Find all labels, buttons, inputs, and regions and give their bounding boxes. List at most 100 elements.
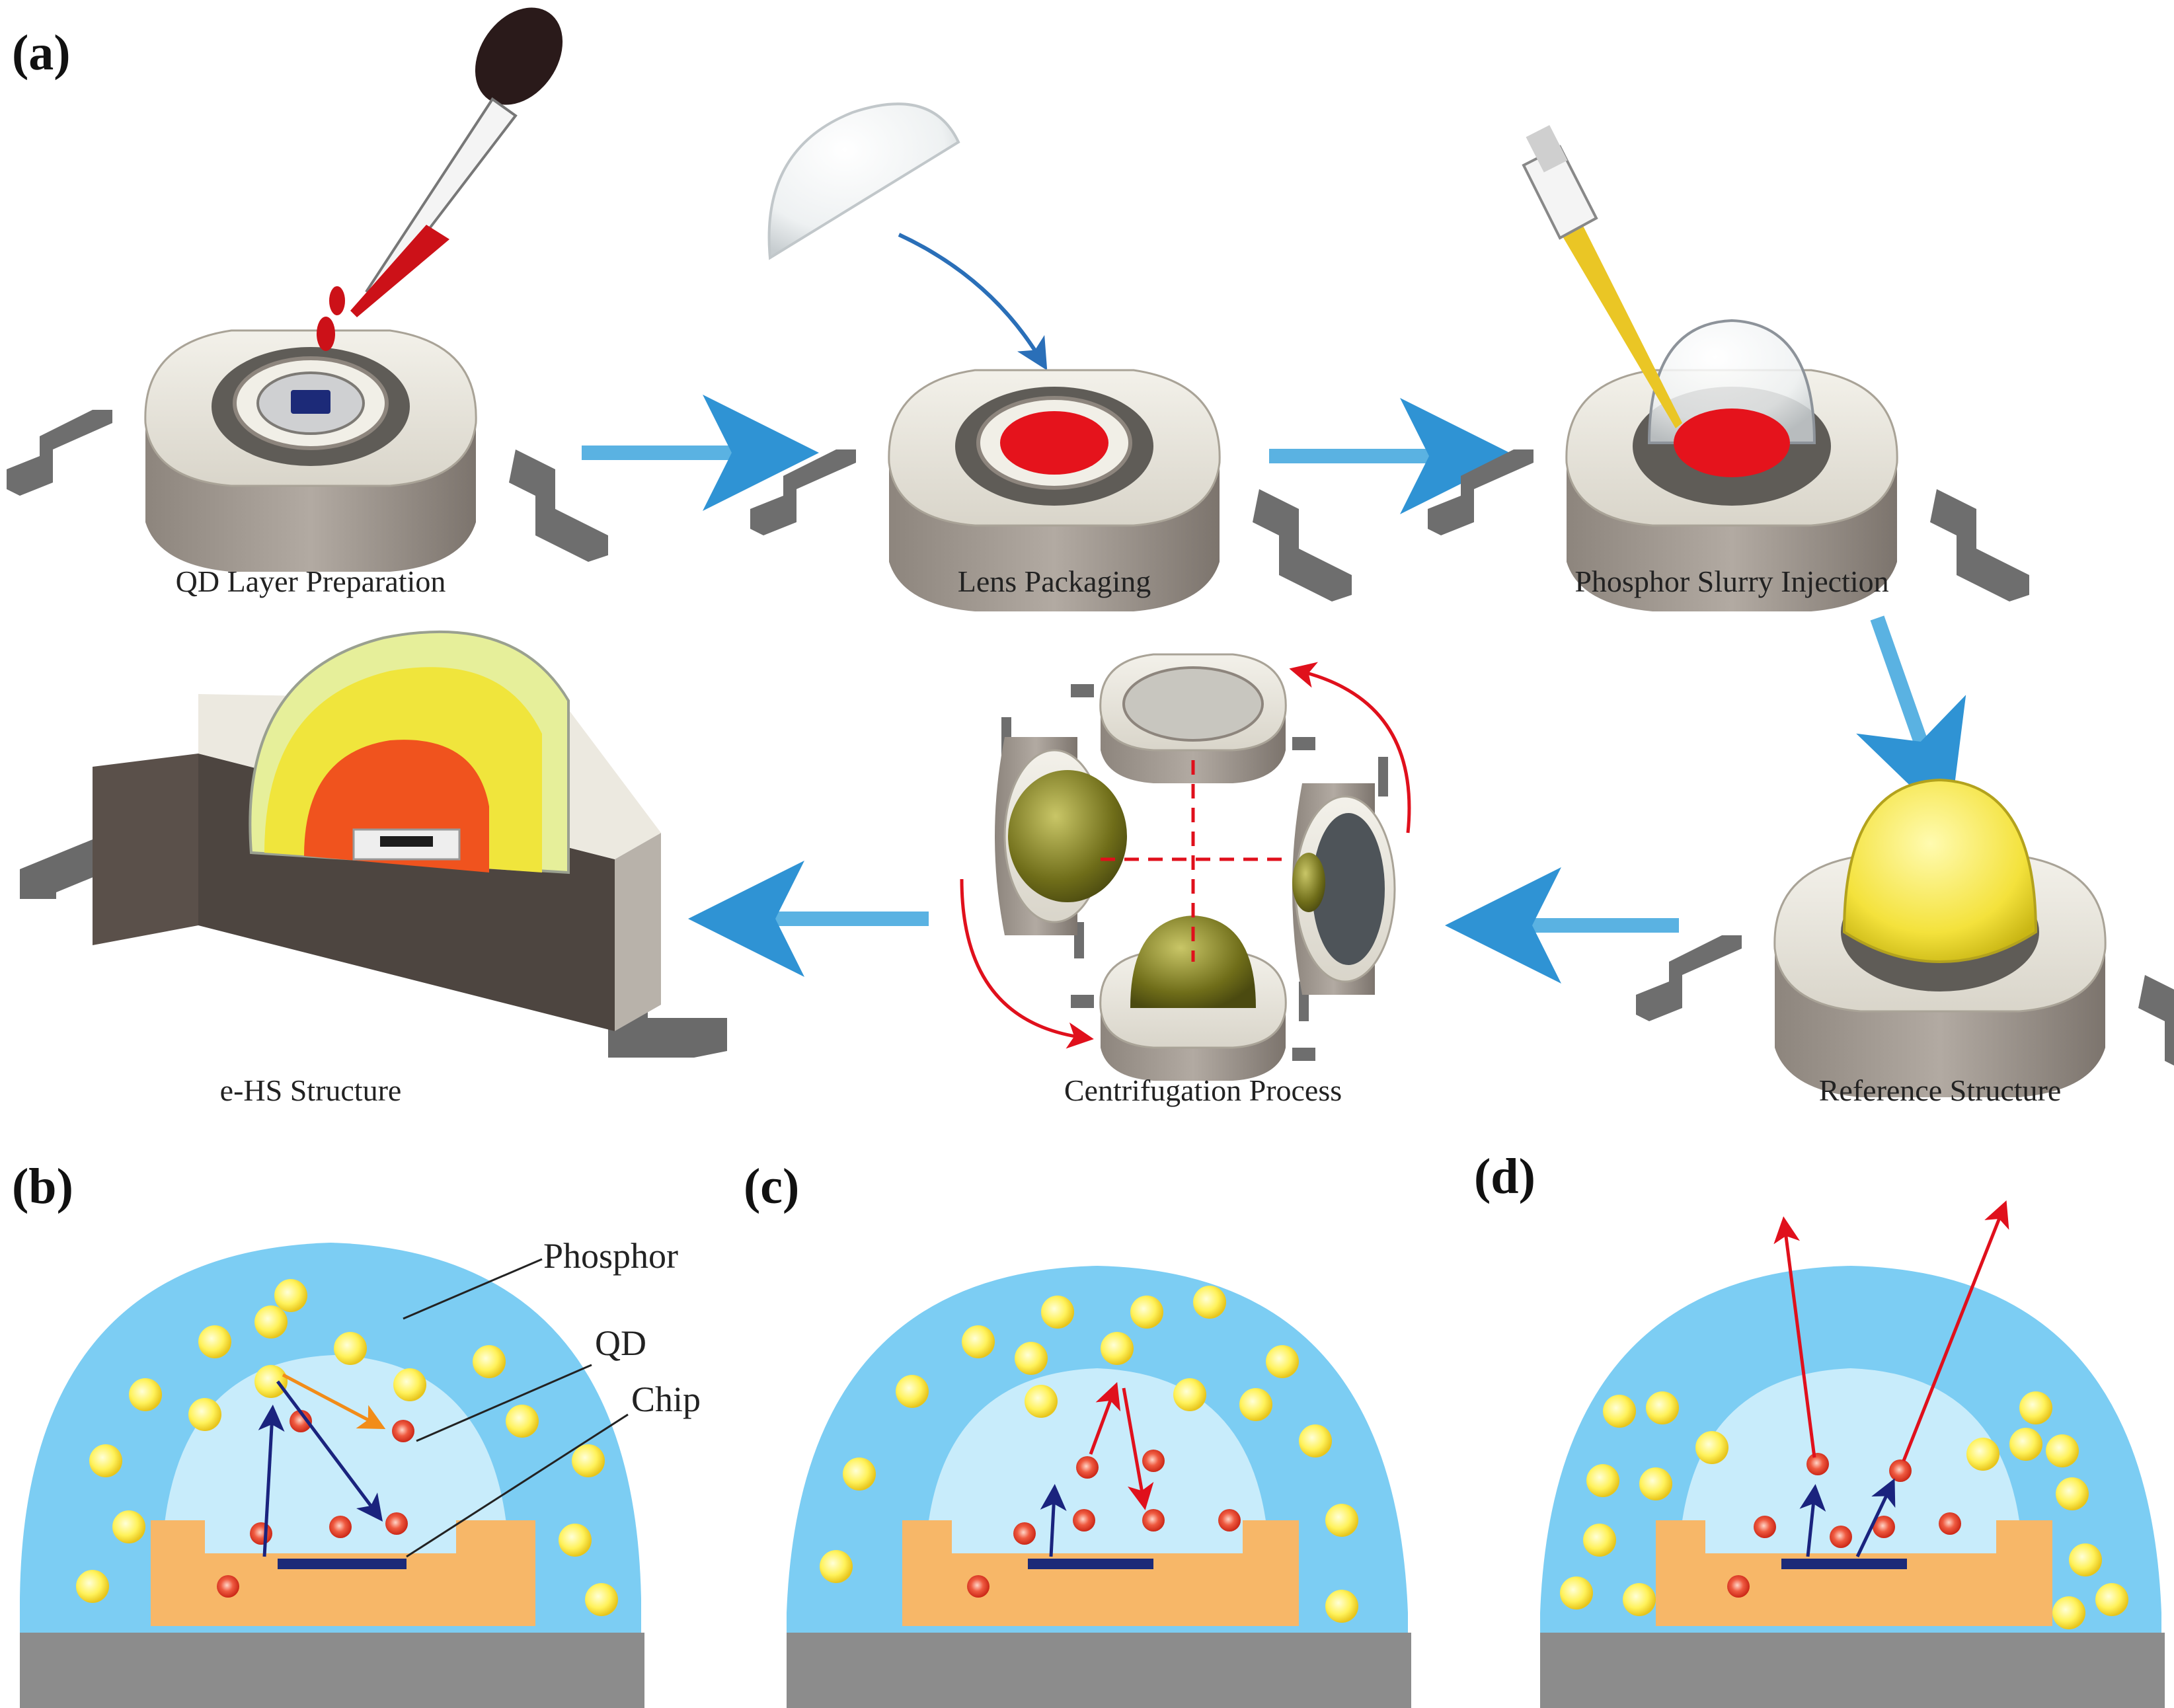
phosphor-particle [274, 1279, 307, 1312]
qd-particle [1727, 1575, 1750, 1598]
panel-label-b: (b) [12, 1159, 73, 1214]
qd-particle [1806, 1453, 1829, 1475]
cross-section-c [787, 1266, 1411, 1708]
phosphor-particle [198, 1325, 231, 1358]
cross-section-d [1540, 1266, 2165, 1708]
phosphor-particle [1586, 1464, 1619, 1497]
qd-particle [1873, 1516, 1895, 1538]
callout-qd: QD [416, 1323, 646, 1442]
phosphor-particle [2095, 1583, 2128, 1616]
qd-particle [329, 1516, 352, 1538]
phosphor-particle [559, 1524, 592, 1557]
phosphor-particle [2052, 1596, 2085, 1629]
red-ray [1089, 1381, 1121, 1455]
led-package-reference [1635, 778, 2174, 1099]
blue-ray [1040, 1484, 1067, 1557]
qd-particle [1218, 1509, 1241, 1532]
process-arrow-3 [1856, 615, 1966, 824]
blue-ray [276, 1380, 383, 1522]
step-label-qd-layer: QD Layer Preparation [176, 564, 446, 598]
led-package-ehs-cutaway [20, 630, 727, 1058]
qd-particle [1830, 1526, 1852, 1548]
phosphor-particle [1130, 1296, 1163, 1329]
step-label-phosphor-injection: Phosphor Slurry Injection [1574, 564, 1888, 598]
led-package-phosphor-injection [1426, 319, 2031, 613]
svg-text:Phosphor: Phosphor [543, 1236, 678, 1276]
phosphor-particle [1173, 1378, 1206, 1411]
qd-particle [1142, 1509, 1165, 1532]
dropper-icon [317, 7, 563, 351]
step-label-ehs: e-HS Structure [220, 1073, 402, 1107]
phosphor-particle [1299, 1424, 1332, 1457]
phosphor-particle [1639, 1467, 1672, 1500]
blue-ray [1799, 1484, 1826, 1557]
phosphor-particle [334, 1332, 367, 1365]
phosphor-particle [1695, 1431, 1728, 1464]
phosphor-particle [254, 1365, 288, 1398]
panel-label-d: (d) [1474, 1149, 1535, 1204]
phosphor-particle [1041, 1296, 1074, 1329]
phosphor-particle [1239, 1388, 1272, 1421]
led-package-lens [749, 369, 1353, 613]
qd-particle [967, 1575, 990, 1598]
qd-particle [290, 1410, 312, 1432]
qd-particle [1076, 1456, 1099, 1479]
panel-label-a: (a) [12, 25, 71, 81]
phosphor-particle [1025, 1385, 1058, 1418]
phosphor-particle [585, 1583, 618, 1616]
phosphor-particle [112, 1510, 145, 1543]
blue-ray [1855, 1478, 1896, 1558]
phosphor-particle [1583, 1524, 1616, 1557]
centrifuge-top-package [1071, 653, 1315, 783]
red-ray [1122, 1387, 1154, 1510]
red-ray [1773, 1216, 1816, 1458]
phosphor-particle [843, 1457, 876, 1491]
phosphor-particle [1325, 1590, 1358, 1623]
phosphor-particle [1101, 1332, 1134, 1365]
qd-particle [1939, 1512, 1961, 1535]
svg-text:Chip: Chip [631, 1379, 701, 1419]
callout-phosphor: Phosphor [403, 1236, 678, 1320]
led-package-qd-layer [5, 329, 609, 573]
phosphor-particle [572, 1444, 605, 1477]
step-label-centrifugation: Centrifugation Process [1064, 1073, 1342, 1107]
glass-lens-icon [767, 102, 960, 260]
centrifuge-left-package [995, 717, 1127, 958]
red-ray [1902, 1200, 2009, 1461]
phosphor-particle [129, 1378, 162, 1411]
centrifuge-right-package [1292, 757, 1396, 1021]
callout-chip: Chip [406, 1379, 701, 1558]
phosphor-particle [1623, 1583, 1656, 1616]
phosphor-particle [1603, 1395, 1636, 1428]
phosphor-particle [1325, 1504, 1358, 1537]
phosphor-particle [1966, 1438, 1999, 1471]
phosphor-particle [2069, 1543, 2102, 1576]
phosphor-particle [2056, 1477, 2089, 1510]
phosphor-particle [1646, 1391, 1679, 1424]
rotation-arrow-bottom [960, 878, 1094, 1049]
qd-particle [385, 1512, 408, 1535]
step-label-reference: Reference Structure [1819, 1073, 2062, 1107]
phosphor-particle [1266, 1345, 1299, 1378]
qd-particle [1013, 1522, 1036, 1545]
phosphor-particle [188, 1398, 221, 1431]
qd-particle [1889, 1459, 1912, 1482]
qd-particle [1073, 1509, 1095, 1532]
qd-particle [1754, 1516, 1776, 1538]
phosphor-particle [962, 1325, 995, 1358]
orange-ray [282, 1373, 386, 1430]
centrifuge-bottom-package [1071, 915, 1315, 1081]
phosphor-particle [254, 1305, 288, 1339]
qd-particle [250, 1522, 272, 1545]
centrifuge-axes [1101, 760, 1289, 962]
light-rays-layer [258, 1200, 2009, 1558]
phosphor-particle [506, 1405, 539, 1438]
phosphor-particle [393, 1368, 426, 1401]
cross-section-b [20, 1243, 644, 1708]
phosphor-particle [2009, 1428, 2042, 1461]
blue-ray [258, 1405, 285, 1557]
rotation-arrow-top [1289, 662, 1411, 834]
particles-layer [76, 1279, 2128, 1629]
phosphor-particle [2019, 1391, 2052, 1424]
